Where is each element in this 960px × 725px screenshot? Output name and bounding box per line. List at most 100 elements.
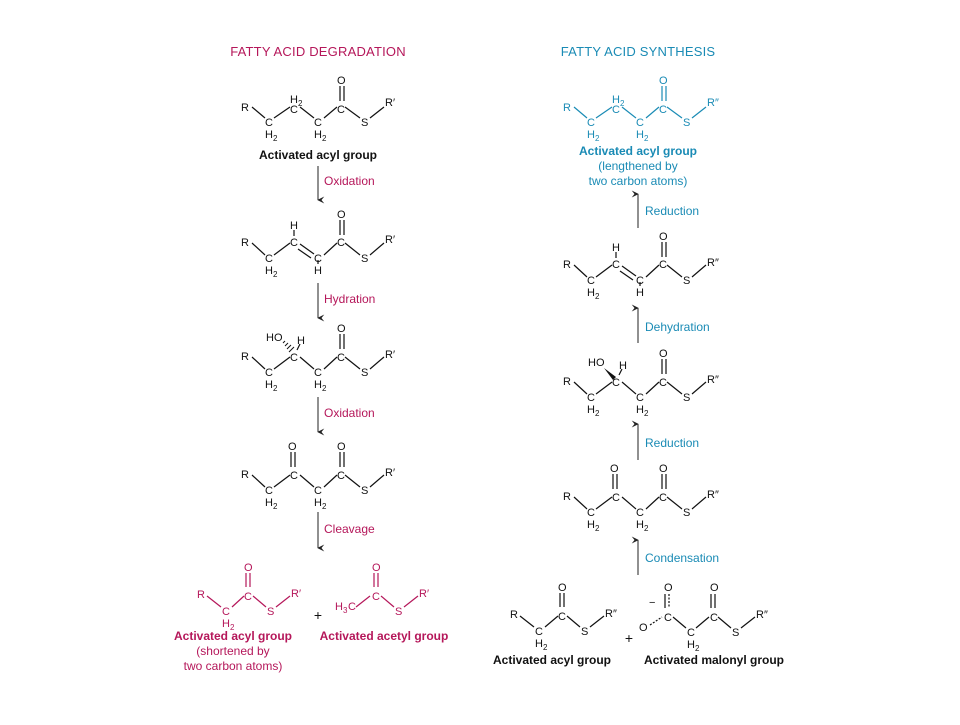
atom-c: C: [337, 237, 345, 249]
atom-r-double-prime: R″: [707, 257, 719, 269]
atom-sub: 2: [644, 409, 649, 418]
synthesis-panel: FATTY ACID SYNTHESIS: [561, 44, 716, 59]
atom-c: C: [372, 591, 380, 603]
atom-o: O: [610, 463, 619, 475]
atom-r-prime: R′: [291, 588, 301, 600]
atom-o: O: [288, 441, 297, 453]
atom-c: C: [636, 117, 644, 129]
atom-c: C: [612, 377, 620, 389]
syn-end-sub2: two carbon atoms): [589, 174, 688, 188]
atom-sub: 2: [298, 99, 303, 108]
deg-product1-sub2: two carbon atoms): [184, 659, 283, 673]
atom-r-prime: R′: [419, 588, 429, 600]
syn-step-condensation: Condensation: [645, 551, 719, 565]
atom-r: R: [241, 237, 249, 249]
atom-c: C: [687, 627, 695, 639]
atom-c: C: [348, 601, 356, 613]
atom-c: C: [612, 104, 620, 116]
atom-sub: 2: [543, 643, 548, 652]
atom-c: C: [337, 470, 345, 482]
atom-h: H: [222, 618, 230, 630]
wedge-bond: [604, 368, 616, 380]
atom-h: H: [612, 94, 620, 106]
atom-c: C: [587, 275, 595, 287]
atom-r: R: [563, 102, 571, 114]
atom-r-double-prime: R″: [707, 97, 719, 109]
atom-c: C: [337, 352, 345, 364]
atom-h3c: H: [335, 601, 343, 613]
charge-minus: −: [649, 597, 655, 609]
atom-c: C: [659, 492, 667, 504]
atom-h: H: [290, 220, 298, 232]
atom-s: S: [361, 253, 368, 265]
atom-h: H: [314, 129, 322, 141]
synthesis-title: FATTY ACID SYNTHESIS: [561, 44, 716, 59]
atom-r: R: [563, 376, 571, 388]
atom-h: H: [297, 335, 305, 347]
syn-step-reduction-1: Reduction: [645, 436, 699, 450]
atom-r: R: [563, 259, 571, 271]
atom-sub: 2: [322, 384, 327, 393]
atom-h: H: [314, 497, 322, 509]
atom-c: C: [314, 485, 322, 497]
atom-sub: 2: [322, 134, 327, 143]
syn-step-reduction-2: Reduction: [645, 204, 699, 218]
atom-sub: 2: [595, 134, 600, 143]
atom-sub: 2: [695, 644, 700, 653]
atom-h: H: [587, 287, 595, 299]
atom-s: S: [267, 606, 274, 618]
atom-o: O: [337, 209, 346, 221]
deg-step-hydration: Hydration: [324, 292, 375, 306]
atom-h: H: [314, 265, 322, 277]
atom-r-prime: R′: [385, 467, 395, 479]
atom-sub: 3: [343, 606, 348, 615]
deg-step-oxidation-2: Oxidation: [324, 406, 375, 420]
atom-c: C: [659, 104, 667, 116]
atom-o: O: [372, 562, 381, 574]
atom-c: C: [587, 507, 595, 519]
atom-o: O: [659, 348, 668, 360]
atom-h: H: [619, 360, 627, 372]
atom-c: C: [265, 367, 273, 379]
atom-r-double-prime: R″: [756, 609, 768, 621]
degradation-title: FATTY ACID DEGRADATION: [230, 44, 406, 59]
atom-s: S: [683, 117, 690, 129]
atom-sub: 2: [644, 524, 649, 533]
atom-h: H: [314, 379, 322, 391]
atom-sub: 2: [595, 292, 600, 301]
atom-r-prime: R′: [385, 97, 395, 109]
deg-step-cleavage: Cleavage: [324, 522, 375, 536]
atom-s: S: [683, 392, 690, 404]
atom-c: C: [664, 612, 672, 624]
atom-c: C: [587, 117, 595, 129]
atom-c: C: [659, 377, 667, 389]
atom-c: C: [290, 470, 298, 482]
atom-c: C: [290, 352, 298, 364]
atom-ho: HO: [266, 332, 283, 344]
atom-h: H: [636, 129, 644, 141]
atom-r: R: [241, 469, 249, 481]
atom-h: H: [636, 404, 644, 416]
syn-end-label: Activated acyl group: [579, 144, 697, 158]
atom-o: O: [639, 622, 648, 634]
atom-h: H: [612, 242, 620, 254]
atom-h: H: [265, 265, 273, 277]
atom-r-double-prime: R″: [605, 608, 617, 620]
atom-o: O: [659, 463, 668, 475]
atom-c: C: [535, 626, 543, 638]
atom-c: C: [612, 492, 620, 504]
atom-o: O: [664, 582, 673, 594]
atom-c: C: [314, 117, 322, 129]
atom-r: R: [197, 589, 205, 601]
atom-ho: HO: [588, 357, 605, 369]
atom-h: H: [265, 497, 273, 509]
atom-sub: 2: [273, 134, 278, 143]
